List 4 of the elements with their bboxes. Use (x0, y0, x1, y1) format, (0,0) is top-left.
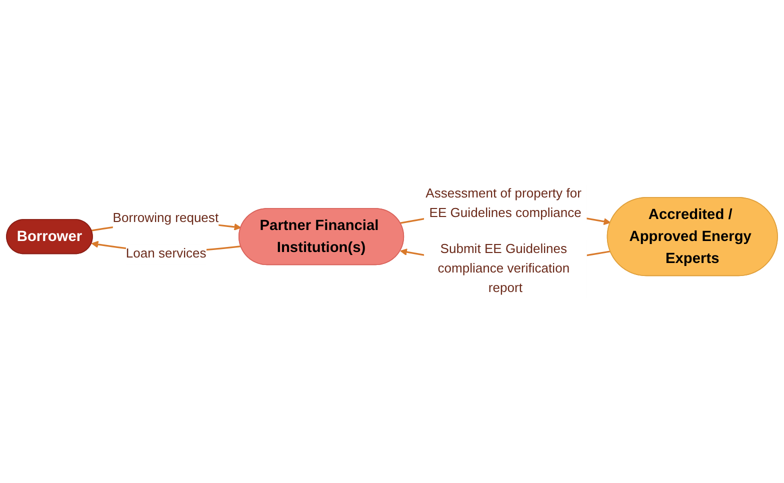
edge-label: Borrowing request (112, 211, 219, 226)
edge-label: Loan services (126, 247, 206, 261)
edge-label: Submit EE Guidelines compliance verification report (438, 242, 570, 296)
edge-label: Assessment of property for EE Guidelines compliance (426, 186, 582, 220)
